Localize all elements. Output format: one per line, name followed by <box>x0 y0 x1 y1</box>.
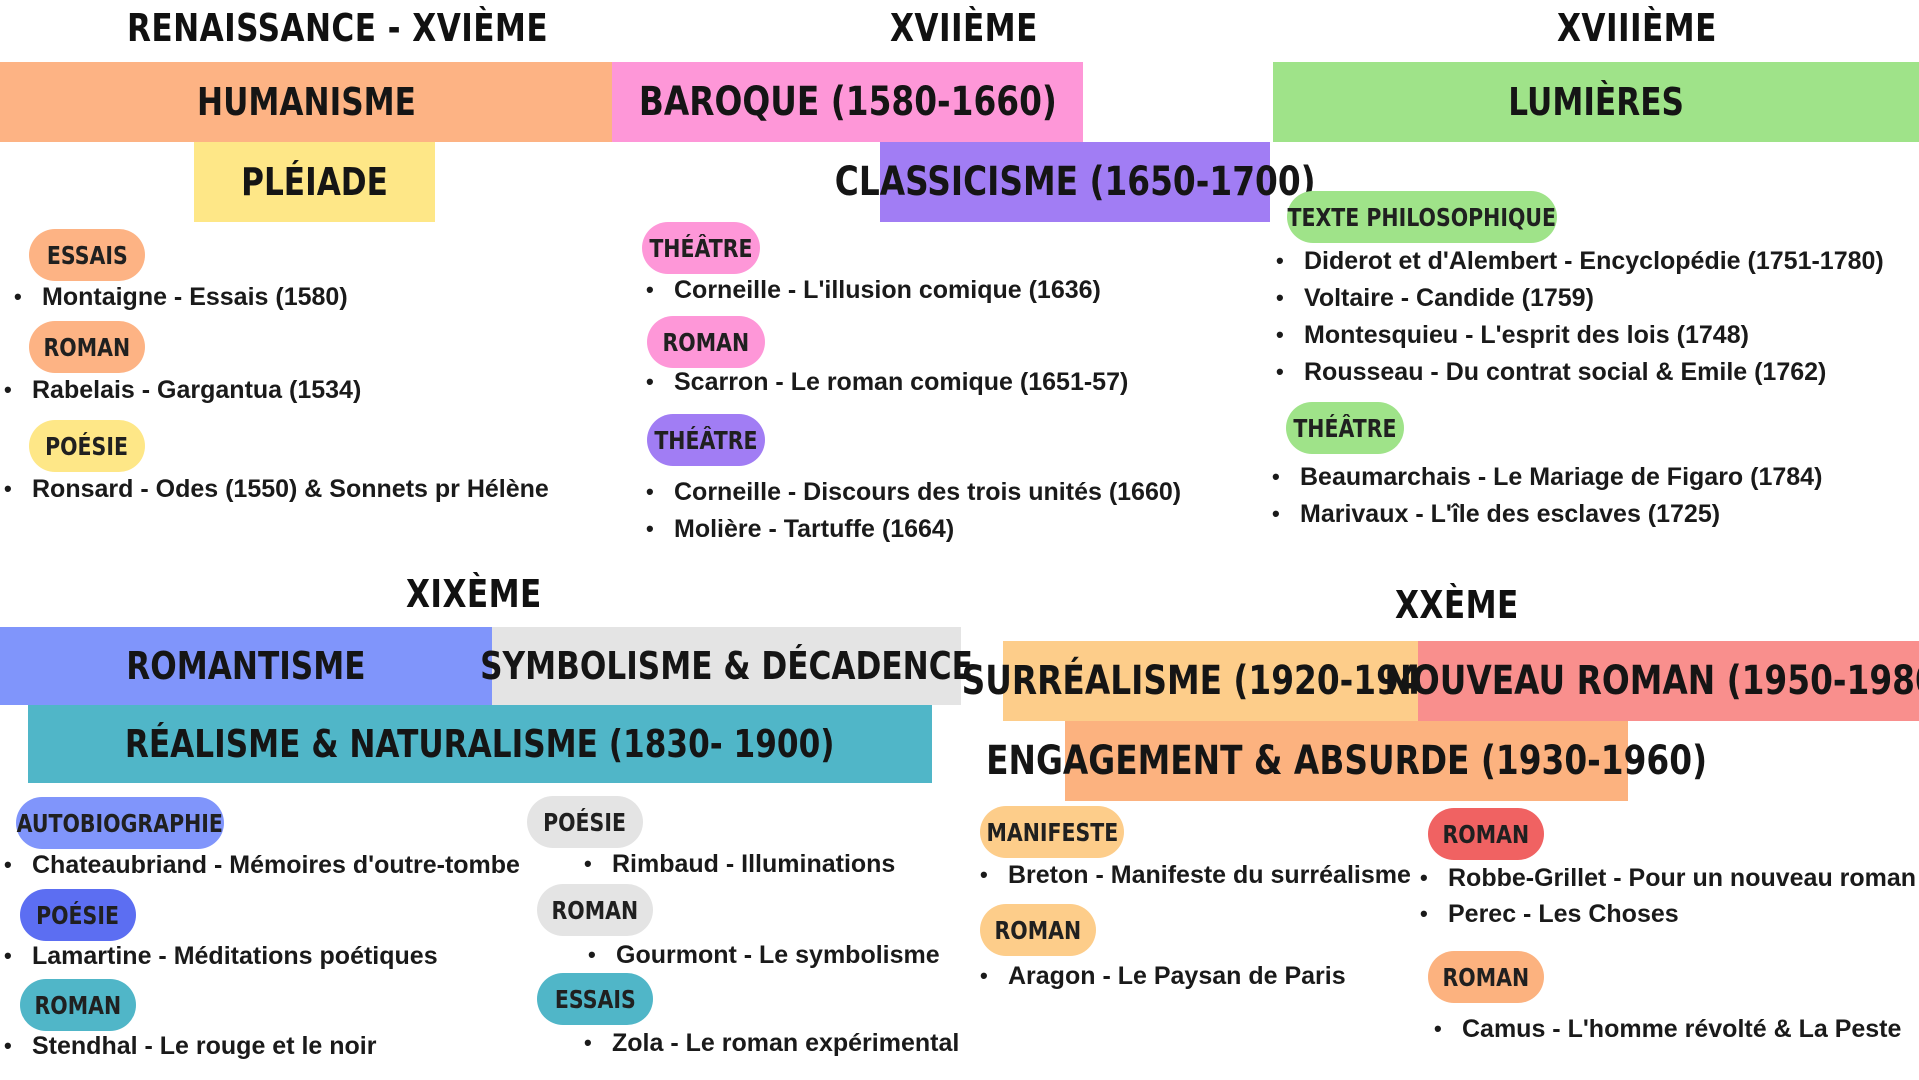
work-item: •Voltaire - Candide (1759) <box>1276 283 1594 312</box>
work-item: •Rousseau - Du contrat social & Emile (1… <box>1276 357 1827 386</box>
work-item: •Marivaux - L'île des esclaves (1725) <box>1272 499 1721 528</box>
movement-engagement-absurde: ENGAGEMENT & ABSURDE (1930-1960) <box>986 721 1707 801</box>
genre-tag-roman: ROMAN <box>20 979 136 1031</box>
century-title-xvii: XVIIÈME <box>890 6 1038 50</box>
century-title-xviii: XVIIIÈME <box>1557 6 1717 50</box>
genre-tag-theatre: THÉÂTRE <box>1286 402 1404 454</box>
movement-lumieres: LUMIÈRES <box>1273 62 1919 142</box>
century-title-xix: XIXÈME <box>406 572 542 616</box>
genre-tag-essais: ESSAIS <box>537 973 653 1025</box>
movement-realisme-naturalisme: RÉALISME & NATURALISME (1830- 1900) <box>28 705 932 783</box>
work-item: •Gourmont - Le symbolisme <box>588 940 940 969</box>
work-item: •Robbe-Grillet - Pour un nouveau roman <box>1420 863 1917 892</box>
work-item: •Perec - Les Choses <box>1420 899 1679 928</box>
genre-tag-poesie: POÉSIE <box>20 889 136 941</box>
century-title-xvi: RENAISSANCE - XVIÈME <box>127 6 549 50</box>
century-title-xx: XXÈME <box>1395 583 1519 627</box>
genre-tag-theatre: THÉÂTRE <box>647 414 765 466</box>
work-item: •Chateaubriand - Mémoires d'outre-tombe <box>4 850 520 879</box>
movement-pleiade: PLÉIADE <box>194 142 435 222</box>
work-item: •Aragon - Le Paysan de Paris <box>980 961 1346 990</box>
movement-nouveau-roman: NOUVEAU ROMAN (1950-1980) <box>1384 641 1919 721</box>
movement-surrealisme: SURRÉALISME (1920-1940) <box>962 641 1459 721</box>
work-item: •Corneille - L'illusion comique (1636) <box>646 275 1101 304</box>
work-item: •Scarron - Le roman comique (1651-57) <box>646 367 1129 396</box>
genre-tag-roman: ROMAN <box>537 884 653 936</box>
genre-tag-roman: ROMAN <box>980 904 1096 956</box>
genre-tag-manifeste: MANIFESTE <box>980 806 1124 858</box>
work-item: •Rimbaud - Illuminations <box>584 849 896 878</box>
genre-tag-roman: ROMAN <box>647 316 765 368</box>
movement-baroque: BAROQUE (1580-1660) <box>612 62 1083 142</box>
work-item: •Zola - Le roman expérimental <box>584 1028 960 1057</box>
genre-tag-roman: ROMAN <box>1428 951 1544 1003</box>
work-item: •Rabelais - Gargantua (1534) <box>4 375 362 404</box>
genre-tag-poesie: POÉSIE <box>527 796 643 848</box>
genre-tag-texte-philosophique: TEXTE PHILOSOPHIQUE <box>1287 191 1557 243</box>
genre-tag-theatre: THÉÂTRE <box>642 222 760 274</box>
movement-humanisme: HUMANISME <box>0 62 612 142</box>
movement-classicisme: CLASSICISME (1650-1700) <box>835 142 1315 222</box>
work-item: •Montaigne - Essais (1580) <box>14 282 348 311</box>
genre-tag-roman: ROMAN <box>29 321 145 373</box>
work-item: •Stendhal - Le rouge et le noir <box>4 1031 377 1060</box>
work-item: •Breton - Manifeste du surréalisme <box>980 860 1411 889</box>
genre-tag-roman: ROMAN <box>1428 808 1544 860</box>
work-item: •Ronsard - Odes (1550) & Sonnets pr Hélè… <box>4 474 549 503</box>
work-item: •Corneille - Discours des trois unités (… <box>646 477 1182 506</box>
work-item: •Camus - L'homme révolté & La Peste <box>1434 1014 1902 1043</box>
movement-symbolisme-decadence: SYMBOLISME & DÉCADENCE <box>480 627 973 705</box>
work-item: •Lamartine - Méditations poétiques <box>4 941 438 970</box>
work-item: •Diderot et d'Alembert - Encyclopédie (1… <box>1276 246 1884 275</box>
genre-tag-autobiographie: AUTOBIOGRAPHIE <box>16 797 224 849</box>
work-item: •Beaumarchais - Le Mariage de Figaro (17… <box>1272 462 1823 491</box>
genre-tag-essais: ESSAIS <box>29 229 145 281</box>
genre-tag-poesie: POÉSIE <box>29 420 145 472</box>
work-item: •Molière - Tartuffe (1664) <box>646 514 955 543</box>
work-item: •Montesquieu - L'esprit des lois (1748) <box>1276 320 1749 349</box>
movement-romantisme: ROMANTISME <box>0 627 492 705</box>
